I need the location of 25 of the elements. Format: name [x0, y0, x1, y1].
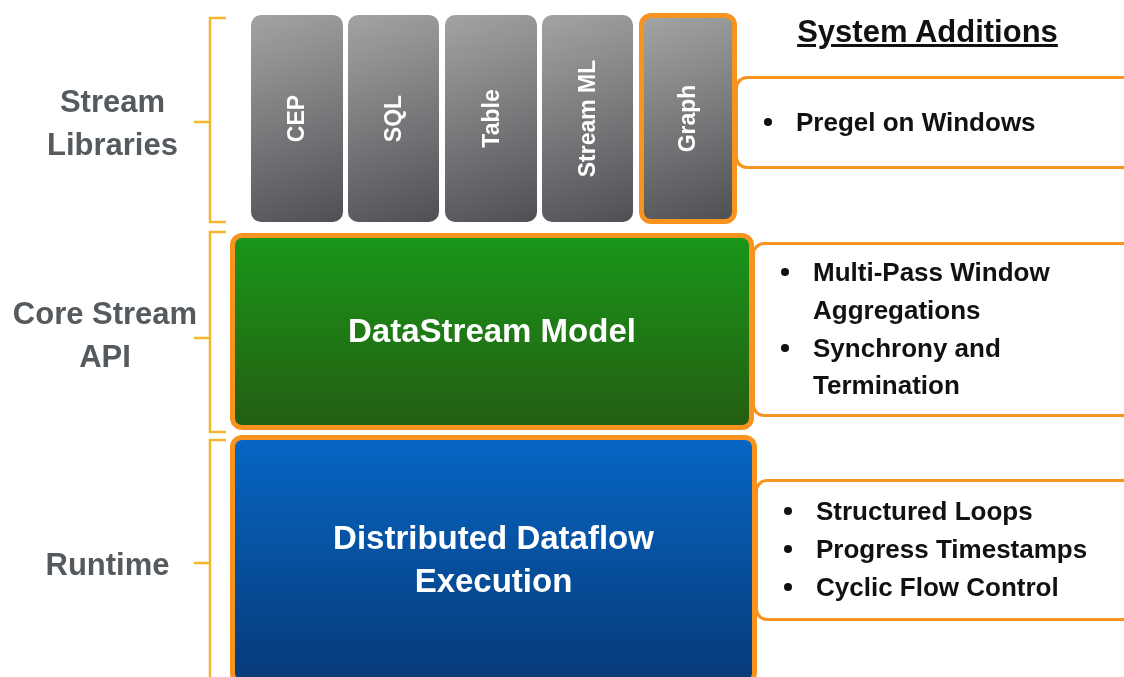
bullet-item: Structured Loops — [816, 495, 1033, 529]
library-block — [348, 15, 439, 222]
layer-label: Runtime — [44, 546, 171, 584]
bullet-item: Pregel on Windows — [796, 105, 1036, 139]
library-name: SQL — [380, 94, 407, 143]
library-block — [251, 15, 343, 222]
bullet-item: Multi-Pass Window Aggregations — [813, 256, 1051, 327]
library-block — [445, 15, 537, 222]
library-name: Table — [477, 89, 505, 148]
section-heading: System Additions — [796, 14, 1059, 50]
layer-block: DataStream Model — [230, 233, 754, 430]
library-block — [639, 13, 737, 224]
layer-label: Core Stream API — [11, 295, 199, 377]
library-name: Stream ML — [574, 59, 601, 178]
bullet-item: Cyclic Flow Control — [816, 570, 1059, 604]
library-name: CEP — [283, 94, 311, 143]
additions-box — [752, 242, 1124, 417]
library-name: Graph — [674, 84, 702, 153]
library-block — [542, 15, 633, 222]
layer-label: Stream Libraries — [46, 83, 179, 165]
layer-block: Distributed Dataflow Execution — [230, 435, 757, 677]
bullet-item: Synchrony and Termination — [813, 331, 1002, 403]
additions-box — [735, 76, 1124, 169]
bullet-item: Progress Timestamps — [816, 533, 1088, 567]
additions-box — [755, 479, 1124, 621]
